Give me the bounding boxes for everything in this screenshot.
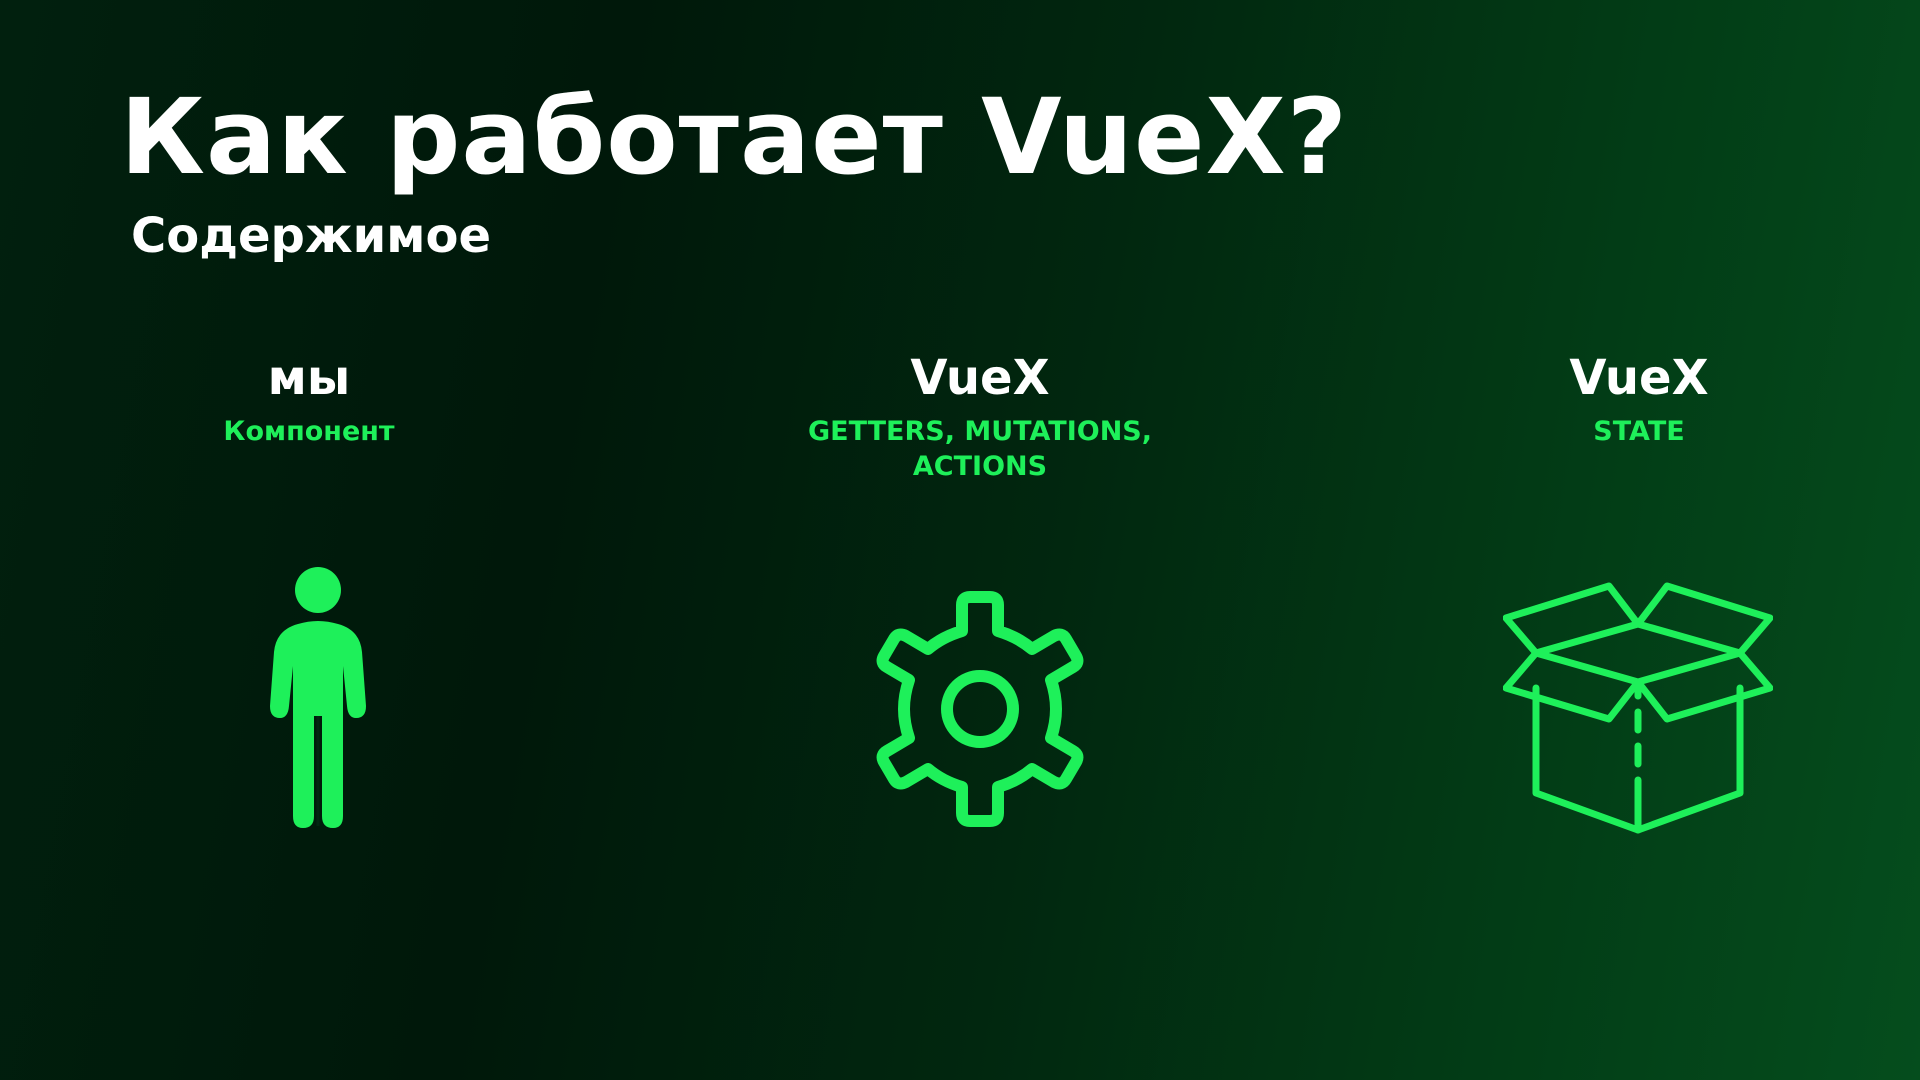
column-component: мы Компонент [49, 348, 569, 449]
column-heading: VueX [1569, 350, 1709, 406]
column-vuex-state: VueX STATE [1379, 348, 1899, 449]
column-heading: VueX [910, 350, 1050, 406]
gear-icon [858, 587, 1102, 831]
column-subheading: STATE [1593, 416, 1685, 447]
slide-title: Как работает VueX? [120, 76, 1349, 198]
slide-subtitle: Содержимое [131, 208, 492, 264]
column-vuex-logic: VueX GETTERS, MUTATIONS, ACTIONS [720, 348, 1240, 484]
open-box-icon [1503, 580, 1773, 836]
column-subheading: Компонент [223, 416, 395, 447]
column-heading: мы [267, 350, 351, 406]
person-icon [258, 566, 378, 832]
column-subheading: GETTERS, MUTATIONS, ACTIONS [807, 416, 1153, 482]
